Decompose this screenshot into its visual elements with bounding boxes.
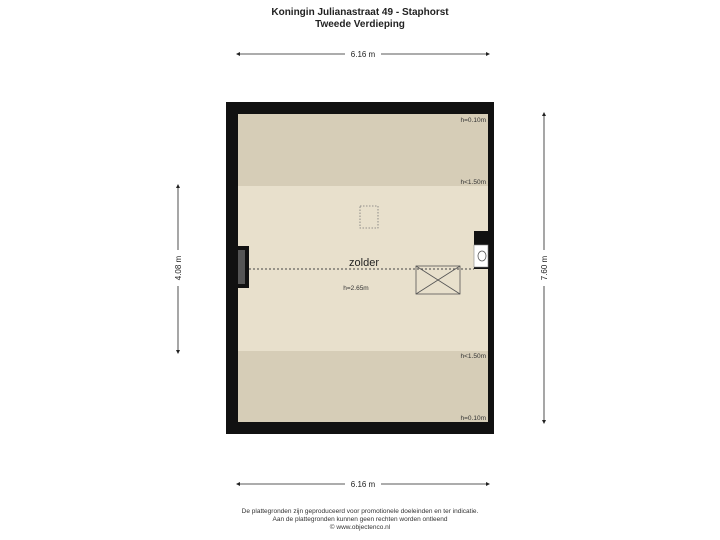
footer-disclaimer-1: De plattegronden zijn geproduceerd voor … — [241, 508, 479, 515]
footer-copyright: © www.objectenco.nl — [329, 524, 391, 531]
dimension-left-label: 4.08 m — [174, 255, 183, 280]
skylight-icon — [359, 205, 379, 229]
main-floor-zone — [238, 186, 488, 351]
plan-title: Koningin Julianastraat 49 - Staphorst — [271, 7, 449, 18]
dimension-bottom-width: 6.16 m — [236, 478, 490, 489]
height-top-edge: h=0.10m — [461, 117, 486, 124]
footer-disclaimer-2: Aan de plattegronden kunnen geen rechten… — [272, 516, 448, 523]
dimension-bottom-label: 6.16 m — [351, 480, 376, 489]
dimension-top-width: 6.16 m — [236, 48, 490, 59]
dimension-top-label: 6.16 m — [351, 50, 376, 59]
floor-subtitle: Tweede Verdieping — [315, 19, 405, 30]
attic-hatch-icon — [415, 265, 461, 295]
low-ceiling-zone-bottom — [238, 351, 488, 422]
height-bottom-edge: h=0.10m — [461, 415, 486, 422]
height-top-inner: h<1.50m — [461, 179, 486, 186]
room-height: h=2.65m — [343, 285, 368, 292]
dimension-left-height: 4.08 m — [172, 184, 184, 354]
height-bottom-inner: h<1.50m — [461, 353, 486, 360]
chimney-left-inner — [238, 250, 245, 284]
dimension-right-label: 7.60 m — [540, 255, 549, 280]
room-name: zolder — [349, 257, 379, 269]
fixture-icon — [477, 250, 487, 262]
dimension-right-height: 7.60 m — [538, 112, 550, 424]
low-ceiling-zone-top — [238, 114, 488, 186]
